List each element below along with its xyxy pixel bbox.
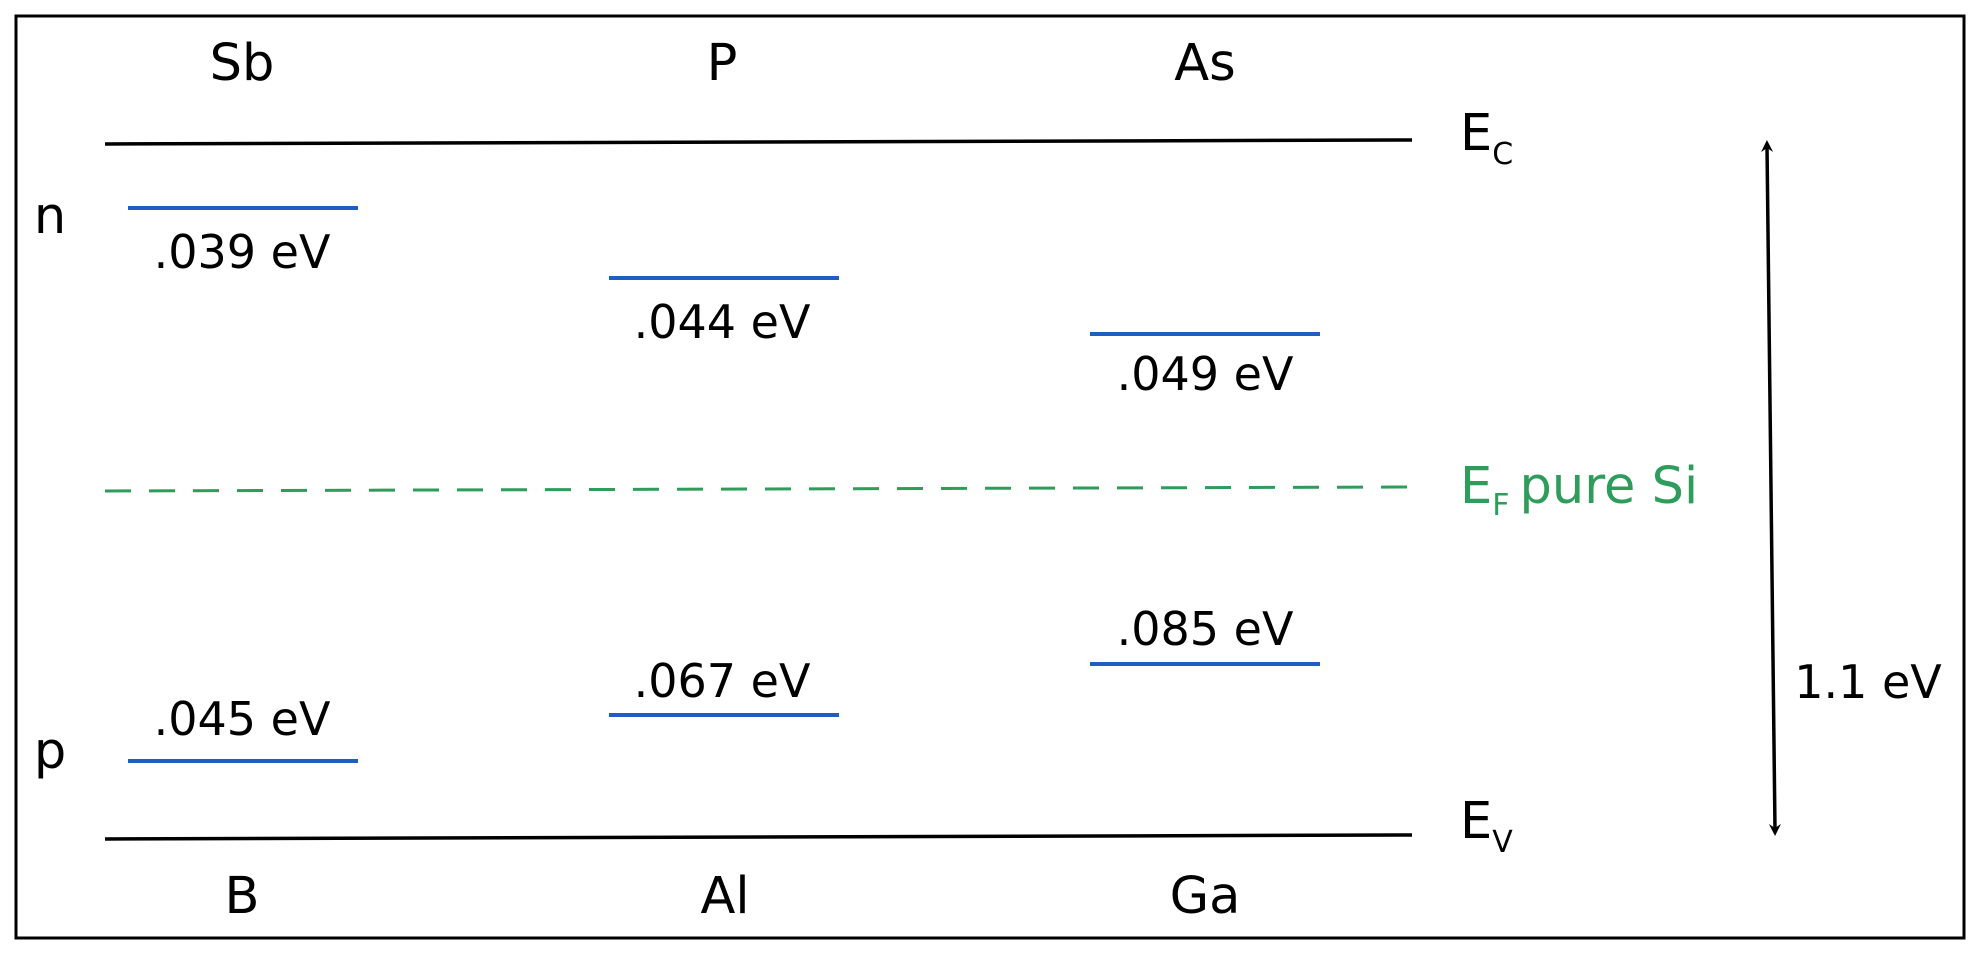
acceptor-element-label-b: B [225,867,260,926]
acceptor-energy-b: .045 eV [154,692,331,746]
donor-energy-sb: .039 eV [154,225,331,279]
acceptor-energy-ga: .085 eV [1117,602,1294,656]
donor-element-label-as: As [1174,34,1235,93]
n-type-label: n [34,187,66,246]
band-gap-arrow [1761,140,1781,836]
p-type-label: p [34,722,66,781]
donor-element-label-sb: Sb [210,34,275,93]
acceptor-element-label-al: Al [700,867,749,926]
donor-element-label-p: P [707,34,738,93]
acceptor-element-label-ga: Ga [1170,867,1241,926]
fermi-level-text: pure Si [1520,457,1699,516]
fermi-level-line [104,485,1413,493]
diagram-frame [14,14,1966,940]
fermi-level-subscript: F [1492,488,1509,523]
valence-band-label: EV [1460,792,1513,860]
valence-band-subscript: V [1492,825,1513,860]
band-gap-label: 1.1 eV [1794,655,1942,709]
conduction-band-subscript: C [1492,137,1513,172]
conduction-band-line [104,138,1413,146]
donor-energy-p: .044 eV [634,295,811,349]
donor-energy-as: .049 eV [1117,347,1294,401]
valence-band-line [104,833,1413,841]
acceptor-energy-al: .067 eV [634,654,811,708]
conduction-band-label: EC [1460,104,1513,172]
